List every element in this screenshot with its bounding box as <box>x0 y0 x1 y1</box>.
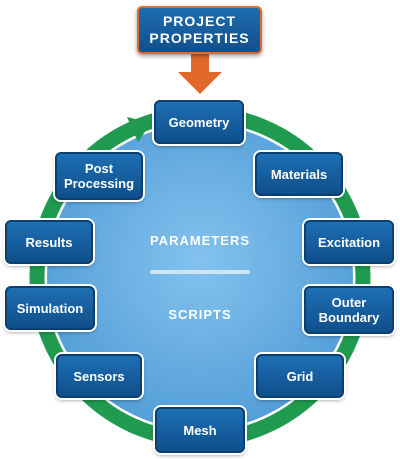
node-results[interactable]: Results <box>5 220 93 264</box>
node-post-processing[interactable]: Post Processing <box>55 152 143 200</box>
node-sensors[interactable]: Sensors <box>56 354 142 398</box>
down-arrow-shaft <box>191 54 209 74</box>
center-divider <box>150 270 250 274</box>
center-disk <box>47 124 353 430</box>
cycle-arrowhead-icon <box>127 117 151 142</box>
node-simulation[interactable]: Simulation <box>5 286 95 330</box>
scripts-label: SCRIPTS <box>168 307 232 322</box>
project-properties-box[interactable]: PROJECT PROPERTIES <box>137 6 262 54</box>
node-mesh[interactable]: Mesh <box>155 407 245 453</box>
node-grid[interactable]: Grid <box>256 354 344 398</box>
node-geometry[interactable]: Geometry <box>154 100 244 144</box>
node-materials[interactable]: Materials <box>255 152 343 196</box>
down-arrow-icon <box>178 72 222 94</box>
node-outer-boundary[interactable]: Outer Boundary <box>304 286 394 334</box>
node-excitation[interactable]: Excitation <box>304 220 394 264</box>
parameters-label: PARAMETERS <box>149 233 251 248</box>
